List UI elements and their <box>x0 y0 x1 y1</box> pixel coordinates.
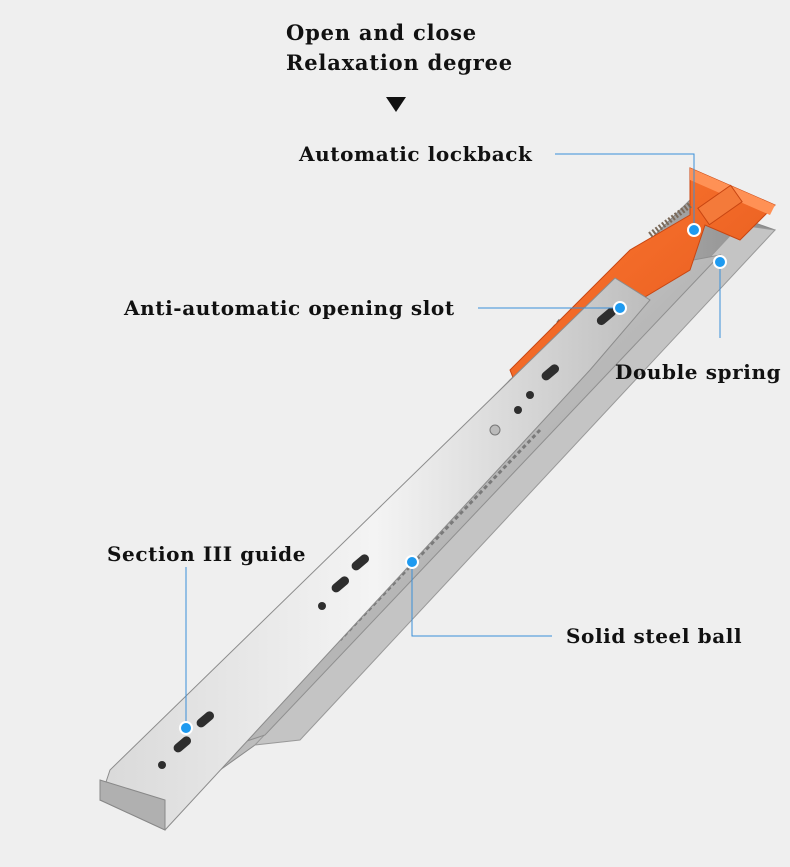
down-triangle-icon <box>386 97 406 112</box>
label-solid-steel-ball: Solid steel ball <box>566 624 743 648</box>
header-line-2: Relaxation degree <box>286 50 513 75</box>
inner-rail <box>99 277 651 831</box>
callout-dots <box>179 223 727 735</box>
header-line-1: Open and close <box>286 20 477 45</box>
mounting-holes <box>158 307 616 769</box>
label-automatic-lockback: Automatic lockback <box>299 142 533 166</box>
dot-automatic-lockback <box>687 223 701 237</box>
dot-anti-opening-slot <box>613 301 627 315</box>
label-double-spring: Double spring <box>615 360 782 384</box>
callout-lines <box>185 153 721 728</box>
label-anti-automatic-opening-slot: Anti-automatic opening slot <box>124 296 455 320</box>
dot-section-guide <box>179 721 193 735</box>
label-section-iii-guide: Section III guide <box>107 542 307 566</box>
dot-steel-ball <box>405 555 419 569</box>
dot-double-spring <box>713 255 727 269</box>
